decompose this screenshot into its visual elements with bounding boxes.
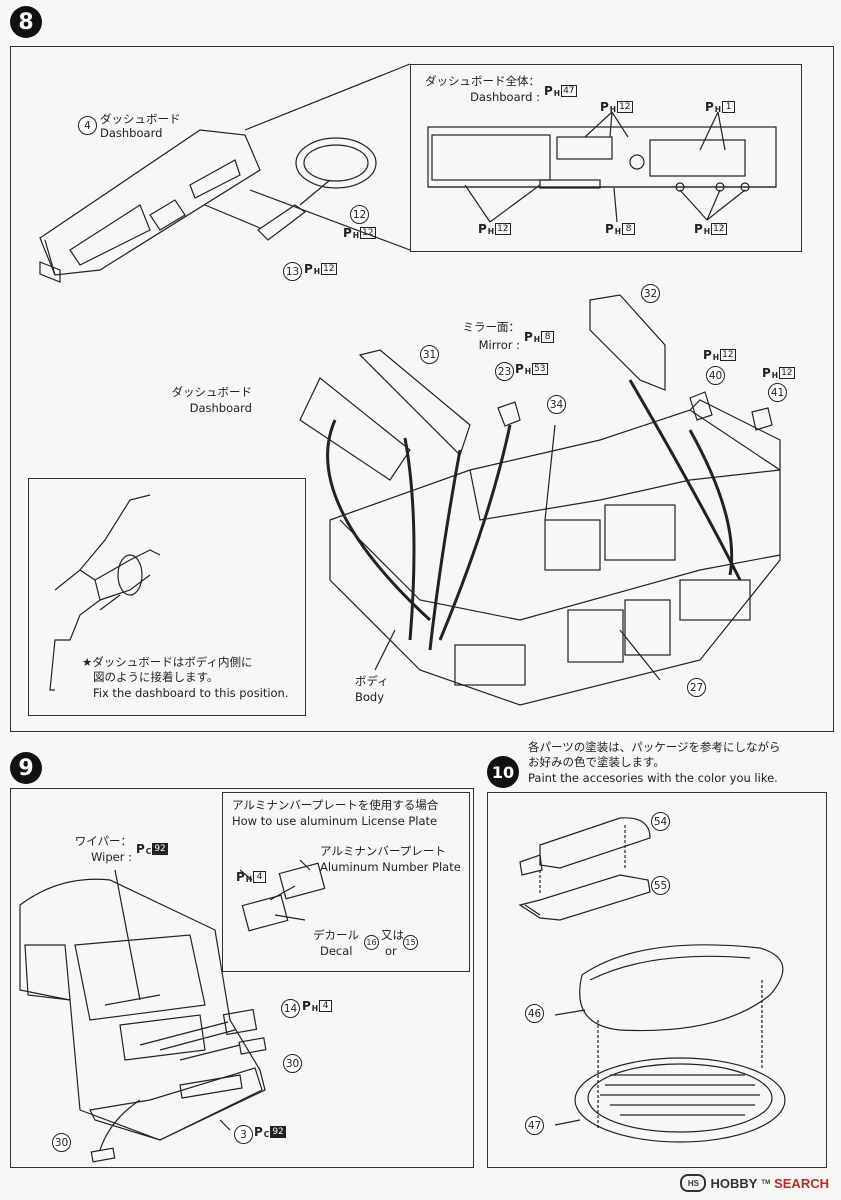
part-55-callout: 55 bbox=[651, 876, 670, 895]
or-label-jp: 又は bbox=[381, 928, 404, 942]
part-30-callout-right: 30 bbox=[283, 1054, 302, 1073]
step-10-note-jp-2: お好みの色で塗装します。 bbox=[528, 755, 665, 769]
part-31-callout: 31 bbox=[420, 345, 439, 364]
part-54-callout: 54 bbox=[651, 812, 670, 831]
step-10-note-jp-1: 各パーツの塗装は、パッケージを参考にしながら bbox=[528, 740, 781, 754]
step-10-badge: 10 bbox=[487, 756, 519, 788]
aluminum-plate-label-jp: アルミナンバープレート bbox=[320, 844, 446, 858]
decal-label-en: Decal bbox=[320, 944, 353, 958]
decal-16-callout: 16 bbox=[364, 935, 379, 950]
dashboard-overview-inset bbox=[410, 64, 802, 252]
position-note-en: Fix the dashboard to this position. bbox=[93, 686, 289, 700]
part-47-callout: 47 bbox=[525, 1116, 544, 1135]
dashboard-position-detail-inset bbox=[28, 478, 306, 716]
body-label-en: Body bbox=[355, 690, 385, 704]
step-9-number: 9 bbox=[18, 755, 34, 781]
step-8-frame bbox=[10, 46, 834, 732]
part-23-callout: 23 bbox=[495, 362, 514, 381]
whole-dashboard-label-jp: ダッシュボード全体： bbox=[425, 74, 540, 88]
mirror-label-en: Mirror : bbox=[478, 338, 520, 352]
part-40-callout: 40 bbox=[706, 366, 725, 385]
mirror-label-jp: ミラー面： bbox=[462, 320, 521, 334]
step-9-badge: 9 bbox=[10, 752, 42, 784]
part-41-callout: 41 bbox=[768, 383, 787, 402]
decal-15-callout: 15 bbox=[403, 935, 418, 950]
decal-label-jp: デカール bbox=[313, 928, 359, 942]
step-10-number: 10 bbox=[491, 762, 515, 782]
part-12-callout: 12 bbox=[350, 205, 369, 224]
part-30-callout-left: 30 bbox=[52, 1133, 71, 1152]
step-8-illustration bbox=[39, 63, 781, 706]
position-note-jp-2: 図のように接着します。 bbox=[93, 670, 219, 684]
part-13-callout: 13 bbox=[283, 262, 302, 281]
part-32-callout: 32 bbox=[641, 284, 660, 303]
step-8-badge: 8 bbox=[10, 6, 42, 38]
body-label-jp: ボディ bbox=[355, 674, 389, 688]
whole-dashboard-label-en: Dashboard : bbox=[470, 90, 540, 104]
part-27-callout: 27 bbox=[687, 678, 706, 697]
part-34-callout: 34 bbox=[547, 395, 566, 414]
step-8-number: 8 bbox=[18, 9, 34, 35]
dashboard2-label-en: Dashboard bbox=[189, 401, 252, 415]
watermark-hobby: HOBBY bbox=[710, 1175, 758, 1191]
part-46-callout: 46 bbox=[525, 1004, 544, 1023]
dashboard-label-jp: ダッシュボード bbox=[100, 112, 181, 126]
wiper-label-en: Wiper : bbox=[91, 850, 132, 864]
aluminum-title-en: How to use aluminum License Plate bbox=[232, 814, 438, 828]
or-label-en: or bbox=[385, 944, 397, 958]
part-4-callout: 4 bbox=[78, 116, 97, 135]
dashboard2-label-jp: ダッシュボード bbox=[171, 385, 253, 399]
aluminum-title-jp: アルミナンバープレートを使用する場合 bbox=[232, 798, 439, 812]
step-9-frame bbox=[10, 788, 474, 1168]
watermark-search: SEARCH bbox=[774, 1175, 829, 1191]
position-note-jp-1: ★ダッシュボードはボディ内側に bbox=[82, 655, 253, 669]
dashboard-label-en: Dashboard bbox=[100, 126, 163, 140]
step-10-frame bbox=[487, 792, 827, 1168]
wiper-label-jp: ワイパー： bbox=[74, 834, 132, 848]
step-10-note-en: Paint the accesories with the color you … bbox=[528, 771, 778, 785]
part-14-callout: 14 bbox=[281, 999, 300, 1018]
hobby-search-logo-icon: HS bbox=[680, 1174, 707, 1192]
part-3-callout: 3 bbox=[234, 1125, 253, 1144]
watermark-tm: TM bbox=[761, 1180, 771, 1186]
aluminum-plate-label-en: Aluminum Number Plate bbox=[320, 860, 461, 874]
